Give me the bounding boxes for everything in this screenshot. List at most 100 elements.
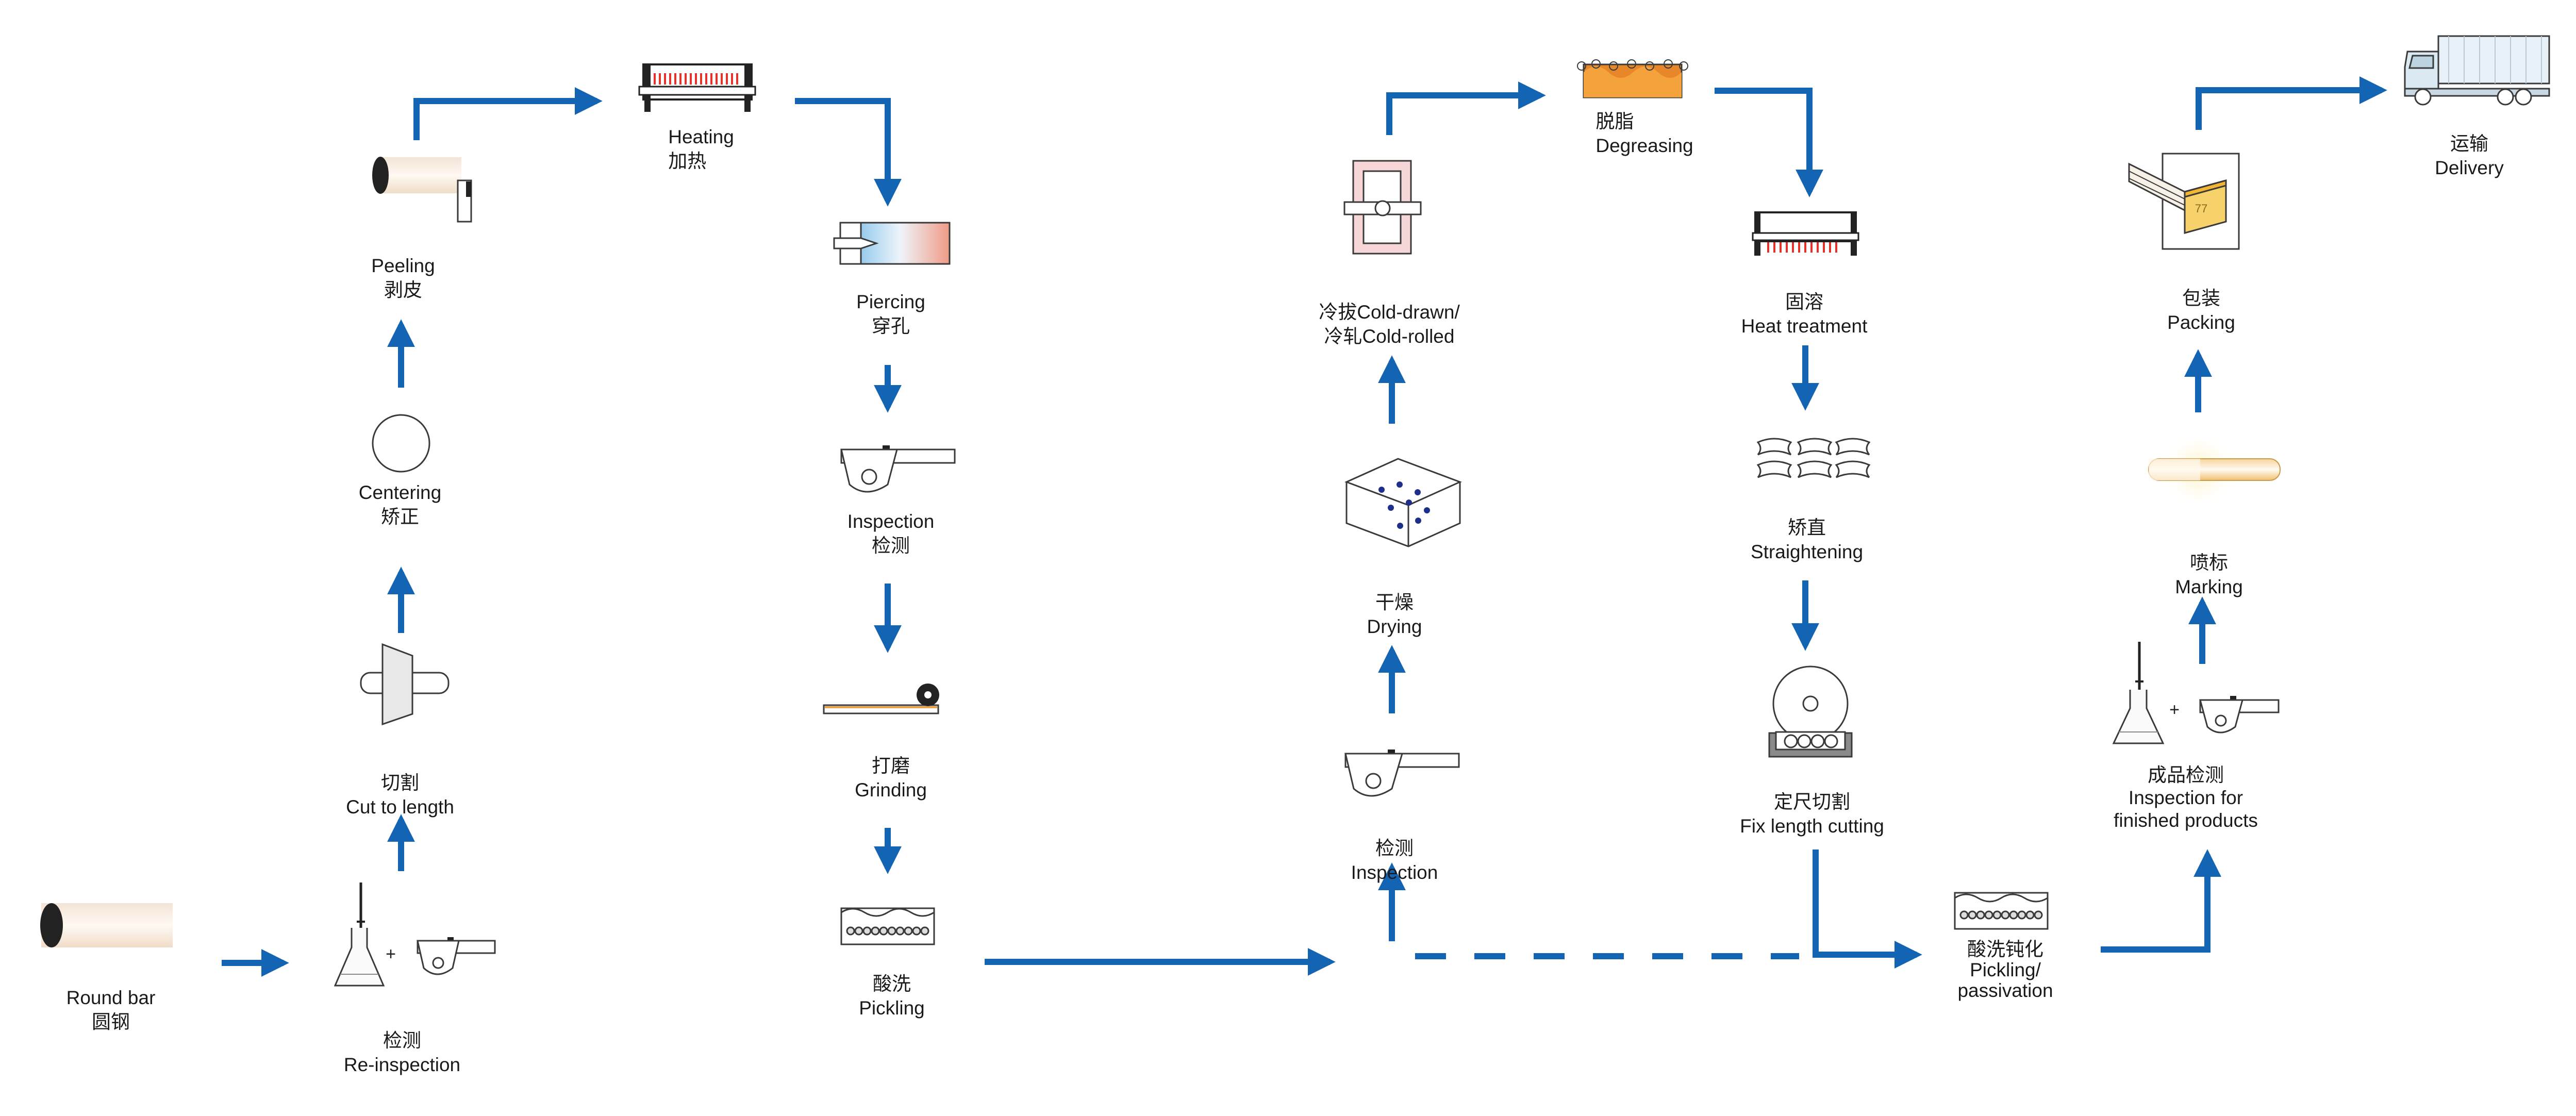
packing-grid-mark: 77 [2195,202,2207,215]
caliper-icon [840,445,956,493]
label-line: 圆钢 [91,1011,130,1032]
label-line: 酸洗钝化 [1967,939,2043,960]
label-peeling: Peeling 剥皮 [371,254,435,302]
furnace-icon [638,63,756,112]
label-reinspection: 检测 Re-inspection [344,1028,460,1077]
label-line: 打磨 [871,755,910,776]
label-line: Pickling [859,997,925,1019]
peeling-icon [372,157,472,223]
label-grinding: 打磨 Grinding [855,754,927,802]
arrow-cold-to-degreasing [1386,81,1546,135]
label-line: Pickling/ [1970,959,2041,980]
label-line: 冷轧Cold-rolled [1324,326,1455,347]
label-line: Inspection [1351,862,1438,883]
label-centering: Centering 矫正 [359,480,441,529]
label-line: Re-inspection [343,1054,461,1075]
label-line: 矫正 [381,506,419,527]
label-line: 包装 [2182,288,2220,309]
arrow-passivation-to-final-inspection [2101,849,2221,953]
caliper-icon [1344,749,1460,797]
label-line: 脱脂 [1596,111,1634,132]
label-cut: 切割 Cut to length [346,771,454,819]
label-line: 定尺切割 [1774,791,1850,812]
pickling-tank-icon [840,907,935,945]
round-bar-icon [40,903,173,947]
label-round-bar: Round bar 圆钢 [67,986,156,1034]
cold-drawing-icon [1343,160,1422,255]
label-inspection-2: 检测 Inspection [1351,836,1438,885]
label-inspection-1: Inspection 检测 [847,509,935,558]
label-line: Inspection [847,511,935,532]
caliper-icon [2199,696,2280,734]
arrow-heating-to-piercing [795,98,902,207]
label-line: 喷标 [2189,552,2228,573]
label-line: Delivery [2435,157,2504,178]
label-line: passivation [1957,980,2053,1001]
label-line: Peeling [371,255,435,276]
label-line: 酸洗 [873,973,911,994]
label-line: Heat treatment [1741,315,1868,337]
label-line: 干燥 [1375,592,1414,613]
truck-icon [2404,35,2550,106]
degreasing-tank-icon [1577,59,1688,98]
label-pickling: 酸洗 Pickling [859,972,925,1020]
label-line: Fix length cutting [1740,815,1884,837]
label-heating: Heating 加热 [668,125,734,173]
label-final-inspection: 成品检测 Inspection for finished products [2114,764,2258,832]
label-line: Cut to length [346,796,454,818]
flow-arrows [222,76,2387,977]
label-fix-cut: 定尺切割 Fix length cutting [1740,790,1884,838]
label-cold: 冷拔Cold-drawn/ 冷轧Cold-rolled [1319,300,1459,348]
arrow-degreasing-to-heat-treatment [1715,88,1823,197]
packing-icon [2128,153,2240,250]
plus-sign: + [2169,700,2180,720]
label-line: 矫直 [1787,517,1826,538]
label-line: 剥皮 [384,279,422,301]
label-straightening: 矫直 Straightening [1751,515,1863,564]
saw-icon [1768,665,1853,758]
label-line: Drying [1367,616,1422,637]
caliper-icon [417,937,496,975]
label-line: Degreasing [1596,135,1693,156]
label-line: 固溶 [1785,291,1823,312]
label-passivation: 酸洗钝化 Pickling/ passivation [1957,939,2053,1001]
flask-icon [2112,642,2165,744]
label-degreasing: 脱脂 Degreasing [1596,109,1693,158]
flask-icon [334,882,385,987]
label-line: Inspection for [2128,787,2243,808]
label-line: finished products [2114,810,2258,831]
piercing-icon [833,222,951,265]
label-line: Round bar [66,987,156,1008]
label-packing: 包装 Packing [2167,286,2235,335]
arrow-fixcut-to-passivation [1813,850,1922,969]
arrow-packing-to-delivery [2196,76,2387,130]
label-line: 成品检测 [2147,764,2224,786]
label-line: Packing [2167,312,2235,333]
label-line: Grinding [855,779,927,801]
label-line: 切割 [381,772,419,793]
label-line: Marking [2175,576,2243,597]
label-line: 检测 [871,535,910,556]
grinding-icon [823,684,939,714]
label-line: 检测 [1375,838,1414,859]
passivation-tank-icon [1954,892,2049,930]
marking-icon [2148,430,2281,510]
label-line: Heating [668,126,734,147]
drying-box-icon [1344,458,1462,547]
straightening-rollers-icon [1756,438,1871,478]
label-line: Piercing [856,291,925,312]
label-heat-treatment: 固溶 Heat treatment [1741,290,1868,338]
label-line: Straightening [1750,541,1864,562]
arrow-peeling-to-heating [413,87,603,140]
label-line: Centering [358,482,442,503]
label-delivery: 运输 Delivery [2435,131,2504,180]
label-line: 加热 [668,151,707,172]
label-line: 运输 [2450,133,2488,154]
label-line: 冷拔Cold-drawn/ [1319,302,1460,323]
circle-icon [372,414,430,473]
heat-furnace-icon [1752,211,1859,256]
label-marking: 喷标 Marking [2175,551,2243,599]
label-drying: 干燥 Drying [1367,590,1422,639]
